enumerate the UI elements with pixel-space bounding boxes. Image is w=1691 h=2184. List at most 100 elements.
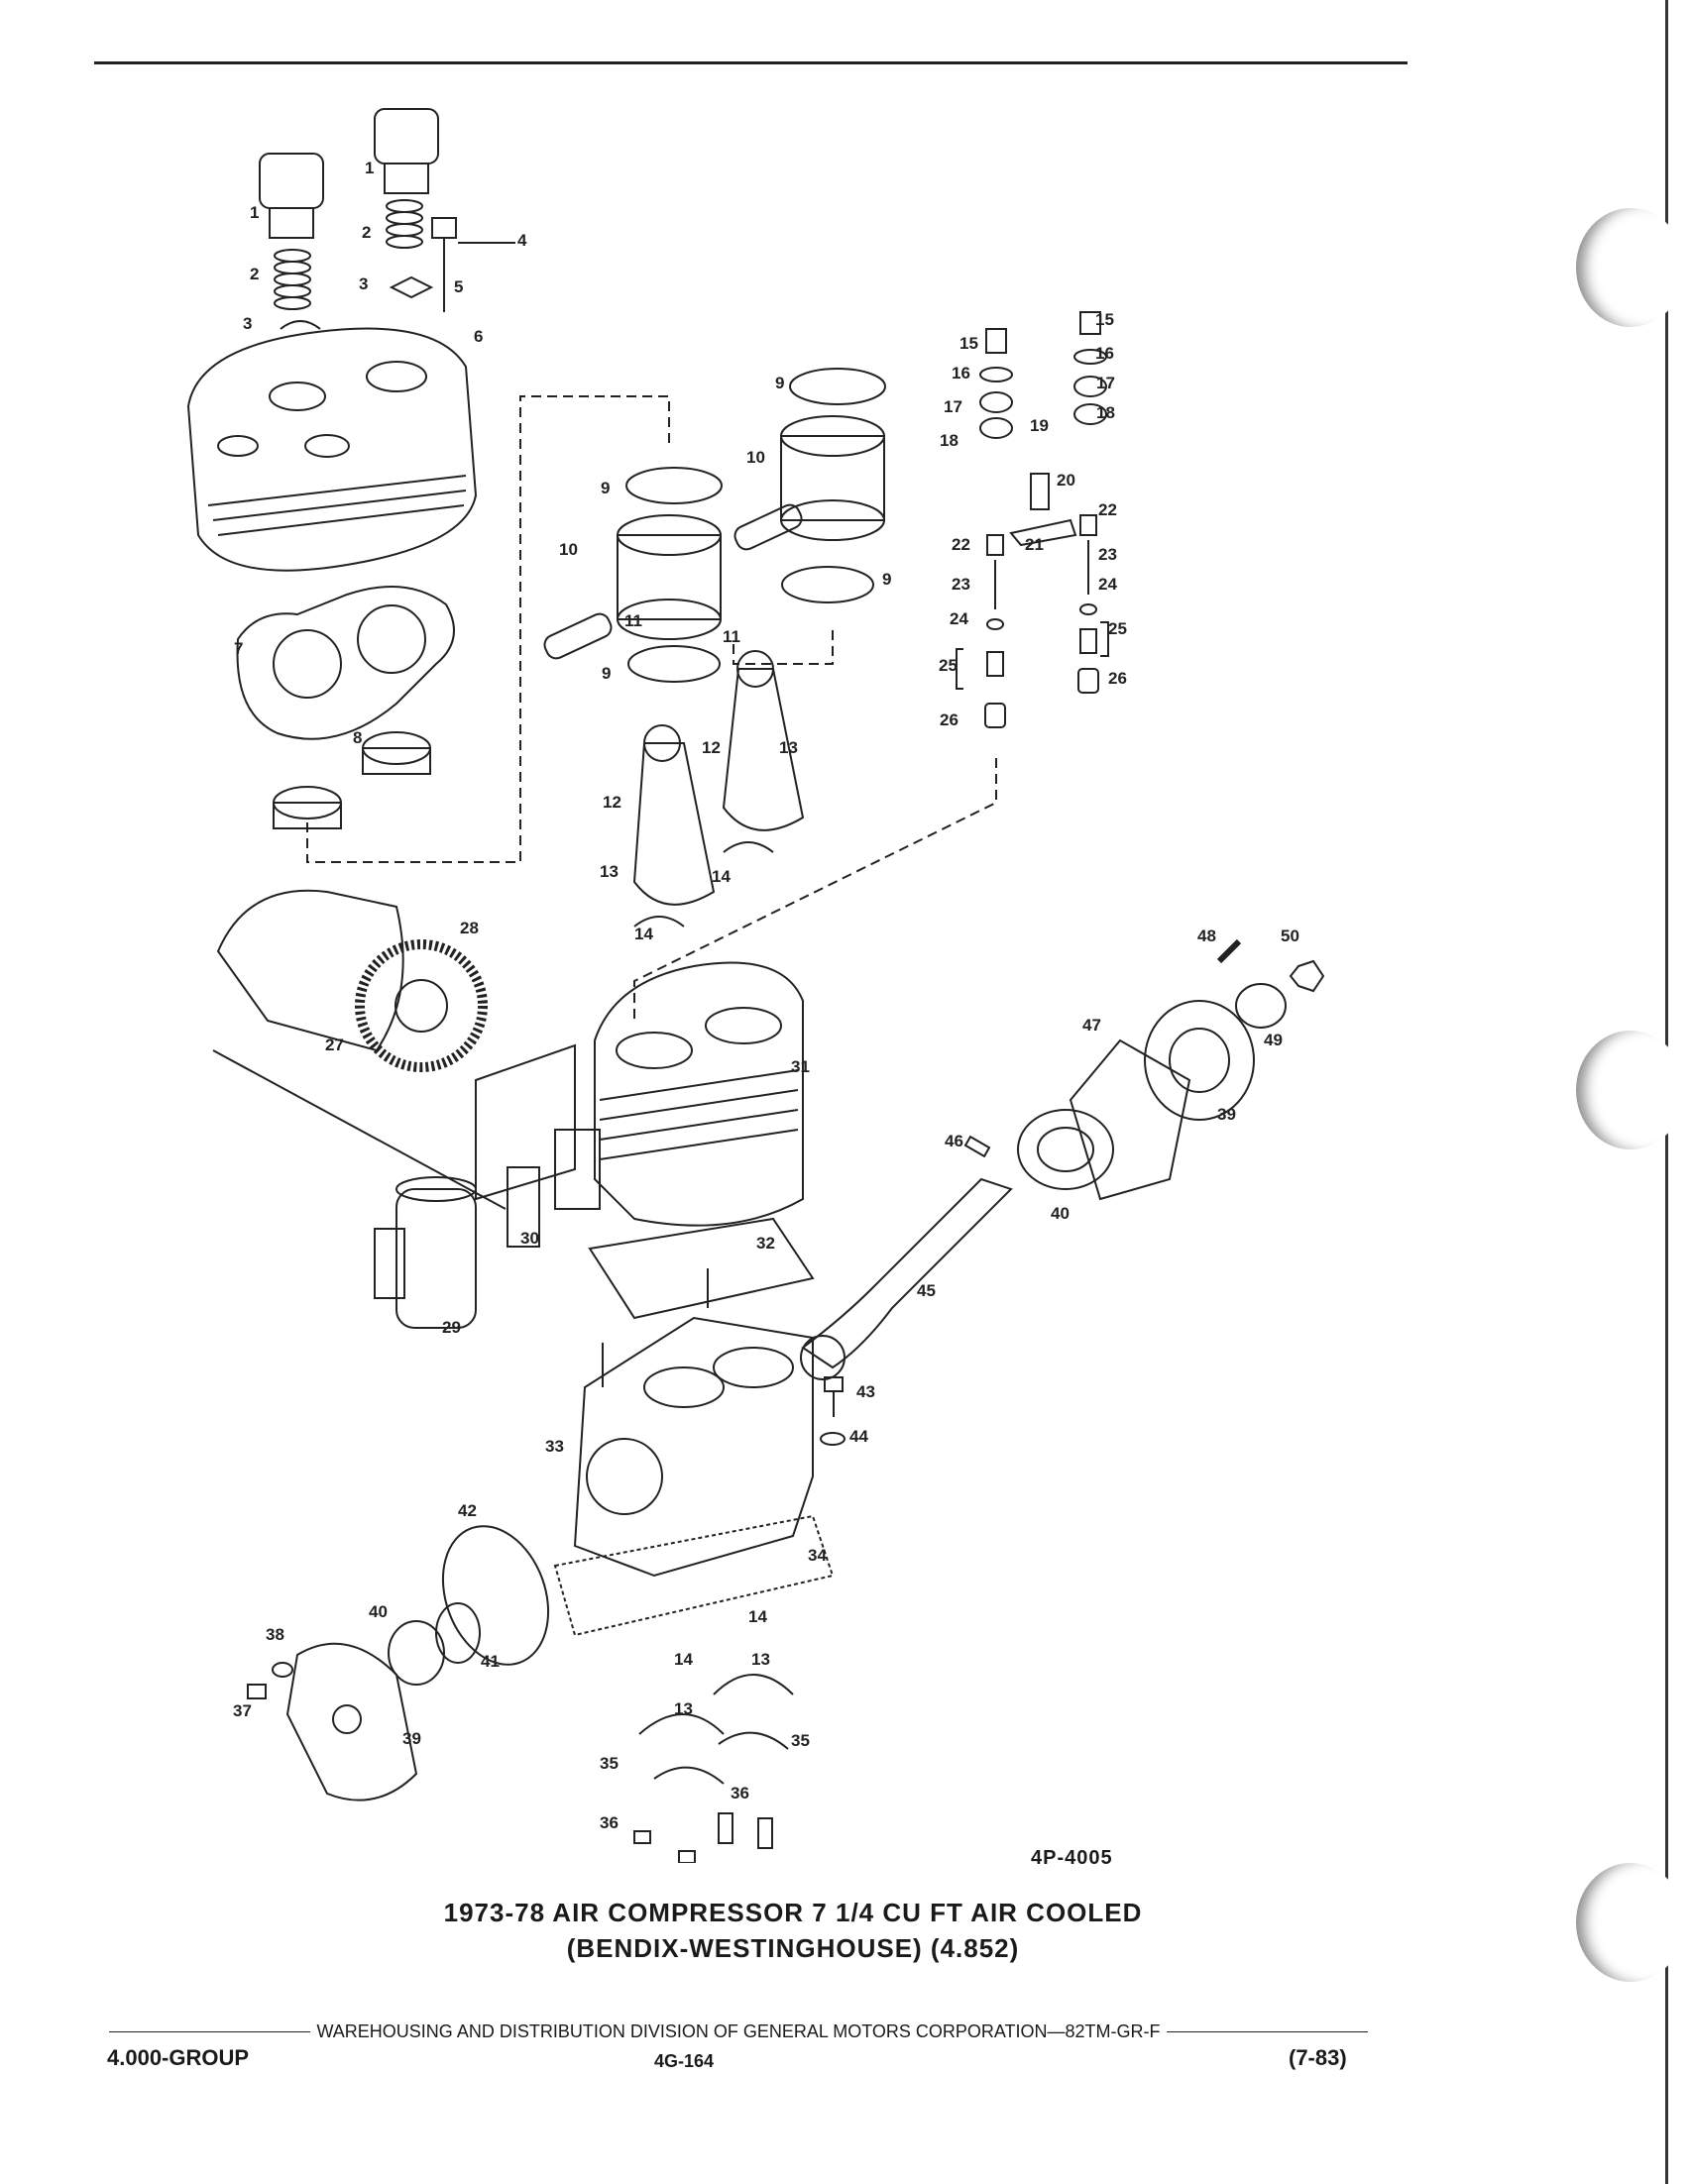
- base-gasket-part: [553, 1514, 835, 1637]
- callout-50: 50: [1281, 927, 1299, 945]
- callout-32: 32: [756, 1234, 775, 1253]
- callout-12: 12: [603, 793, 621, 812]
- callout-15: 15: [959, 334, 978, 353]
- footer-page-number: 4G-164: [654, 2051, 715, 2071]
- callout-1: 1: [250, 203, 259, 222]
- spring-part: [274, 249, 311, 310]
- callout-47: 47: [1082, 1016, 1101, 1035]
- callout-21: 21: [1025, 535, 1044, 554]
- washer-part: [820, 1432, 846, 1446]
- callout-42: 42: [458, 1501, 477, 1520]
- washer-part: [389, 275, 434, 299]
- callout-33: 33: [545, 1437, 564, 1456]
- gasket-part: [1069, 1038, 1191, 1201]
- cylinder-head-part: [186, 327, 478, 572]
- callout-9: 9: [601, 479, 610, 497]
- callout-23: 23: [1098, 545, 1117, 564]
- callout-3: 3: [243, 314, 252, 333]
- footer-rule-left: [109, 2031, 311, 2032]
- air-cleaner-bracket: [475, 1043, 576, 1201]
- key-part: [963, 1135, 991, 1158]
- callout-25: 25: [1108, 619, 1127, 638]
- callout-9: 9: [775, 374, 784, 392]
- figure-title-line-1: 1973-78 AIR COMPRESSOR 7 1/4 CU FT AIR C…: [443, 1898, 1143, 1927]
- fitting-part: [1216, 938, 1242, 964]
- callout-26: 26: [940, 710, 958, 729]
- cap-nut-part: [374, 108, 439, 164]
- callout-35: 35: [600, 1754, 619, 1773]
- bushing-part: [984, 703, 1006, 728]
- callout-28: 28: [460, 919, 479, 937]
- callout-40: 40: [369, 1602, 388, 1621]
- callout-25: 25: [939, 656, 958, 675]
- valve-spring-part: [1079, 311, 1101, 335]
- callout-36: 36: [600, 1813, 619, 1832]
- binder-hole: [1576, 208, 1685, 327]
- bearing-part: [388, 1620, 445, 1686]
- connecting-rod-part: [722, 668, 805, 831]
- nut-part: [1289, 959, 1325, 993]
- spring-part: [386, 199, 423, 249]
- exploded-view-diagram: 1122334567899991010111112121313141415151…: [186, 108, 1325, 1863]
- callout-44: 44: [849, 1427, 868, 1446]
- footer-rule-right: [1166, 2031, 1368, 2032]
- callout-27: 27: [325, 1036, 344, 1054]
- valve-disc-part: [979, 367, 1013, 382]
- callout-30: 30: [520, 1229, 539, 1248]
- bolt-part: [633, 1830, 651, 1844]
- callout-29: 29: [442, 1318, 461, 1337]
- cap-nut-body: [269, 207, 314, 239]
- unloader-gasket: [507, 1166, 540, 1248]
- callout-13: 13: [779, 738, 798, 757]
- valve-seat-part: [1073, 376, 1107, 397]
- callout-2: 2: [250, 265, 259, 283]
- callout-11: 11: [624, 611, 642, 630]
- bearing-part: [638, 1713, 725, 1735]
- callout-41: 41: [481, 1652, 500, 1671]
- callout-18: 18: [1096, 403, 1115, 422]
- callout-4: 4: [517, 231, 527, 250]
- callout-19: 19: [1030, 416, 1049, 435]
- callout-16: 16: [952, 364, 970, 382]
- valve-cage-part: [979, 417, 1013, 439]
- callout-11: 11: [723, 627, 740, 646]
- air-cleaner-cover: [216, 889, 404, 1052]
- piston-ring-part: [781, 566, 874, 603]
- oil-seal-part: [1235, 983, 1287, 1029]
- callout-45: 45: [917, 1281, 936, 1300]
- callout-18: 18: [940, 431, 958, 450]
- bearing-part: [633, 916, 685, 928]
- callout-23: 23: [952, 575, 970, 594]
- plunger-part: [1079, 514, 1097, 536]
- callout-2: 2: [362, 223, 371, 242]
- ball-bearing-part: [1017, 1109, 1114, 1190]
- callout-14: 14: [634, 925, 653, 943]
- rod-cap-part: [718, 1731, 789, 1750]
- callout-9: 9: [882, 570, 891, 589]
- unloader-body: [395, 1188, 477, 1329]
- callout-13: 13: [674, 1699, 693, 1718]
- callout-14: 14: [674, 1650, 693, 1669]
- piston-ring-part: [625, 467, 723, 504]
- cap-nut-part: [259, 153, 324, 209]
- washer-part: [272, 1662, 293, 1678]
- callout-39: 39: [1217, 1105, 1236, 1124]
- figure-id: 4P-4005: [1031, 1847, 1113, 1869]
- figure-title-line-2: (BENDIX-WESTINGHOUSE) (4.852): [566, 1933, 1020, 1963]
- footer-date: (7-83): [1289, 2045, 1347, 2070]
- callout-31: 31: [791, 1057, 810, 1076]
- cap-nut-body: [384, 163, 429, 194]
- gasket-part: [236, 586, 455, 740]
- callout-26: 26: [1108, 669, 1127, 688]
- washer-part: [280, 320, 321, 330]
- binder-hole: [1576, 1863, 1685, 1982]
- valve-cage-part: [1073, 403, 1107, 425]
- unloader-spring-part: [1030, 473, 1050, 510]
- wrist-pin-part: [543, 612, 613, 660]
- callout-24: 24: [1098, 575, 1117, 594]
- callout-6: 6: [474, 327, 483, 346]
- piston-ring-part: [789, 368, 886, 405]
- bolt-part: [678, 1850, 696, 1863]
